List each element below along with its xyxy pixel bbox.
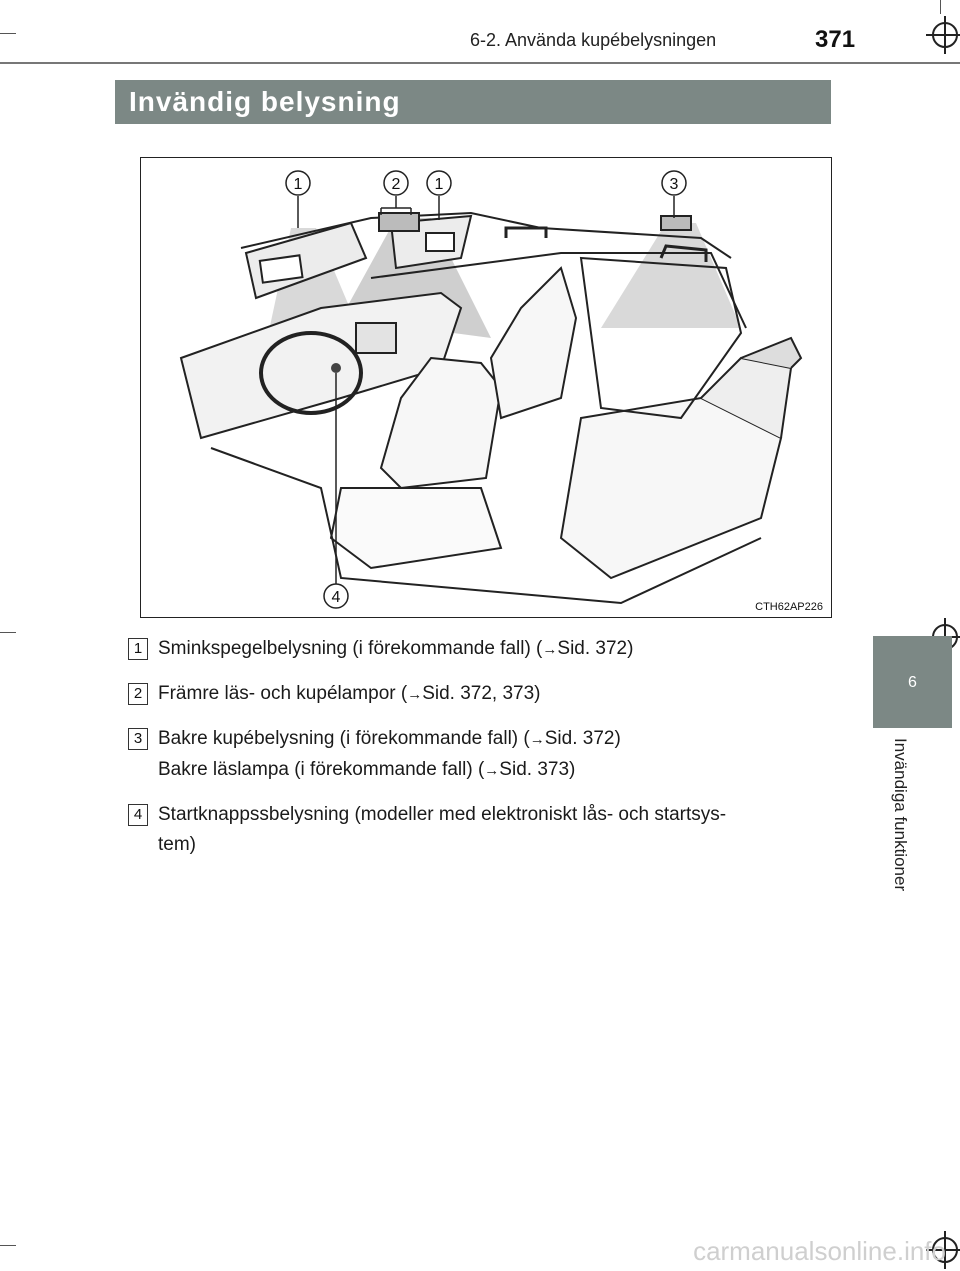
page-ref-link[interactable]: Sid. 372): [544, 728, 621, 749]
chapter-tab[interactable]: 6: [873, 636, 952, 728]
list-item-text: Främre läs- och kupélampor (→Sid. 372, 3…: [158, 683, 541, 704]
arrow-icon: →: [407, 686, 423, 703]
crop-mark: [0, 632, 16, 633]
overhead-console-shape: [378, 212, 420, 232]
start-button-shape: [331, 363, 341, 373]
callout-1b-label: 1: [435, 176, 444, 193]
watermark: carmanualsonline.info: [693, 1236, 946, 1266]
page-ref-link[interactable]: Sid. 372, 373): [422, 683, 541, 704]
callout-2-label: 2: [392, 176, 401, 193]
item-number-badge: 2: [128, 683, 148, 705]
page-ref-link[interactable]: Sid. 373): [499, 759, 576, 780]
chapter-label: Invändiga funktioner: [891, 738, 910, 892]
arrow-icon: →: [484, 762, 500, 779]
callout-1: 1: [285, 170, 311, 196]
page-number: 371: [815, 26, 856, 53]
crop-mark: [0, 1245, 16, 1246]
list-item: 4 Startknappssbelysning (modeller med el…: [128, 800, 828, 860]
list-item-text: Sminkspegelbelysning (i förekommande fal…: [158, 638, 634, 659]
arrow-icon: →: [529, 731, 545, 748]
item-number-badge: 4: [128, 804, 148, 826]
callout-1b: 1: [426, 170, 452, 196]
light-cone-rear-lamp: [601, 223, 741, 328]
rear-seat-shape: [559, 396, 783, 580]
header-section-title: 6-2. Använda kupébelysningen: [470, 30, 717, 50]
chapter-number: 6: [908, 674, 917, 691]
callout-3-label: 3: [670, 176, 679, 193]
car-interior-drawing: 1 2 1 3 4: [179, 170, 803, 609]
list-item: 1 Sminkspegelbelysning (i förekommande f…: [128, 634, 828, 665]
callout-3: 3: [661, 170, 687, 196]
list-item: 2 Främre läs- och kupélampor (→Sid. 372,…: [128, 679, 828, 710]
crop-mark: [0, 33, 16, 34]
callout-2: 2: [383, 170, 409, 196]
passenger-seat-shape: [489, 266, 578, 420]
driver-seat-shape: [379, 356, 503, 490]
registration-mark-icon: [926, 1231, 960, 1269]
callout-4: 4: [323, 583, 349, 609]
callout-1-label: 1: [294, 176, 303, 193]
list-item-text: Startknappssbelysning (modeller med elek…: [158, 804, 727, 855]
list-item: 3 Bakre kupébelysning (i förekommande fa…: [128, 724, 828, 786]
item-number-badge: 1: [128, 638, 148, 660]
arrow-icon: →: [542, 641, 558, 658]
page-ref-link[interactable]: Sid. 372): [557, 638, 634, 659]
rear-lamp-shape: [660, 215, 692, 231]
steering-wheel-shape: [259, 331, 363, 415]
legend-list: 1 Sminkspegelbelysning (i förekommande f…: [128, 634, 828, 874]
section-title: Invändig belysning: [129, 86, 401, 117]
item-number-badge: 3: [128, 728, 148, 750]
header-divider: [0, 62, 960, 64]
section-title-bar: Invändig belysning: [115, 80, 831, 124]
callout-4-label: 4: [332, 589, 341, 606]
list-item-text: Bakre kupébelysning (i förekommande fall…: [158, 728, 621, 780]
registration-mark-icon: [926, 16, 960, 54]
figure-code: CTH62AP226: [755, 601, 823, 613]
interior-illustration: 1 2 1 3 4 CTH62AP226: [140, 157, 832, 618]
crop-mark: [940, 0, 941, 14]
